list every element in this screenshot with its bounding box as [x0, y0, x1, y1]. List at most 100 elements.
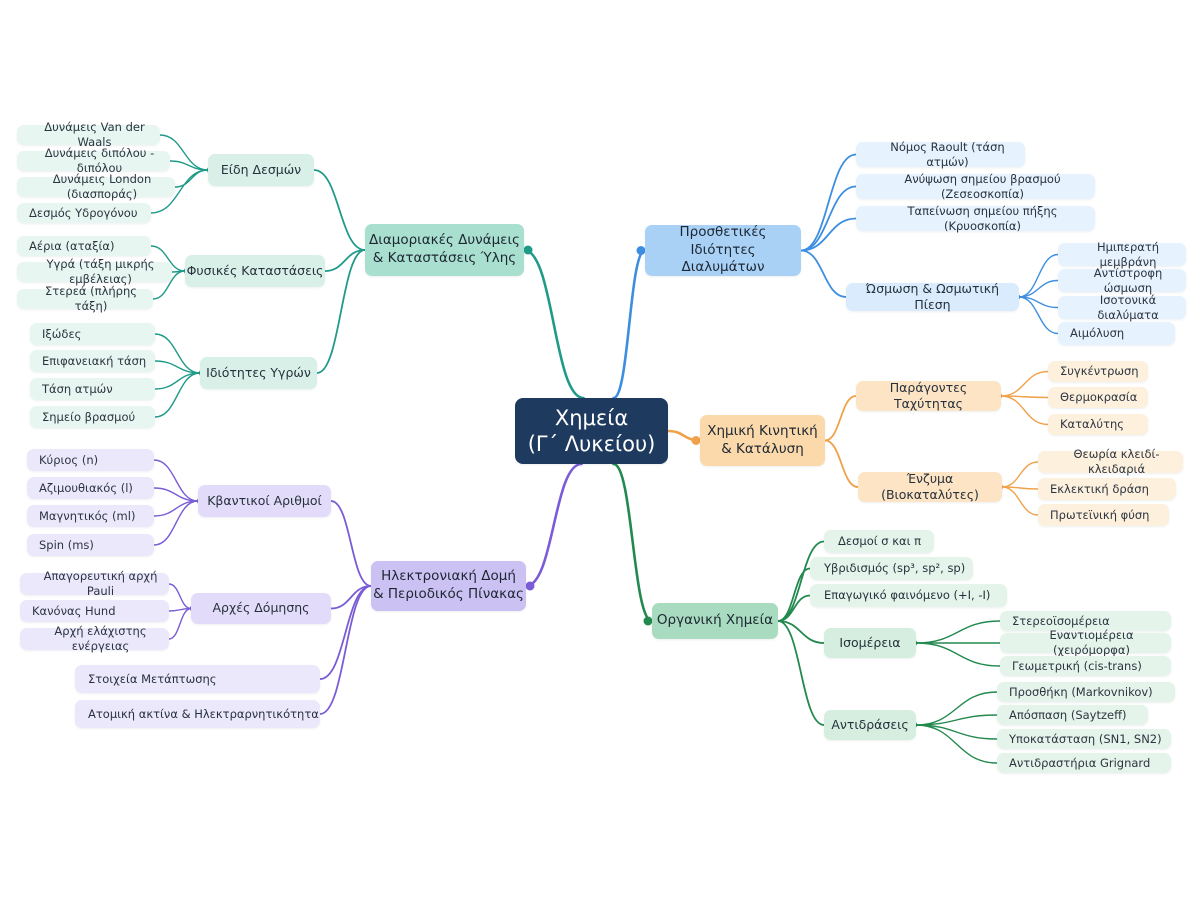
leaf-line-rate-factors-0 — [1000, 370, 1049, 397]
leaf-enzymes-2: Πρωτεϊνική φύση — [1038, 504, 1169, 526]
topic-rate-factors: Παράγοντες Ταχύτητας — [856, 380, 1001, 411]
central-topic: Χημεία (Γ΄ Λυκείου) — [515, 398, 668, 464]
sub-line-hybrid — [777, 567, 811, 622]
leaf-line-reactions-2 — [915, 724, 998, 740]
branch-kinetics: Χημική Κινητική & Κατάλυση — [700, 415, 825, 466]
leaf-line-osmosis-0 — [1018, 253, 1059, 298]
sub-line-enzymes — [824, 439, 859, 488]
topic-osmosis: Ώσμωση & Ωσμωτική Πίεση — [846, 281, 1019, 312]
topic-states: Φυσικές Καταστάσεις — [185, 255, 325, 287]
leaf-rate-factors-0: Συγκέντρωση — [1048, 361, 1148, 382]
leaf-quantum-2: Μαγνητικός (ml) — [27, 505, 154, 527]
branch-dot-electronic — [525, 581, 535, 591]
leaf-isomerism-1: Εναντιομέρεια (χειρόμορφα) — [1000, 628, 1171, 657]
leaf-line-quantum-3 — [153, 500, 199, 546]
topic-boiling: Ανύψωση σημείου βρασμού (Ζεσεοσκοπία) — [856, 172, 1095, 201]
leaf-osmosis-2: Ισοτονικά διαλύματα — [1058, 293, 1186, 322]
topic-quantum: Κβαντικοί Αριθμοί — [198, 485, 331, 517]
sub-line-isomerism — [777, 620, 825, 644]
leaf-reactions-0: Προσθήκη (Markovnikov) — [997, 682, 1175, 702]
leaf-rate-factors-1: Θερμοκρασία — [1048, 387, 1148, 408]
leaf-rate-factors-2: Καταλύτης — [1048, 414, 1148, 435]
leaf-line-reactions-3 — [915, 724, 998, 764]
branch-intermolecular: Διαμοριακές Δυνάμεις & Καταστάσεις Ύλης — [365, 224, 524, 276]
leaf-liquids-3: Σημείο βρασμού — [30, 406, 155, 428]
topic-reactions: Αντιδράσεις — [824, 710, 916, 740]
leaf-states-2: Στερεά (πλήρης τάξη) — [17, 284, 153, 313]
leaf-states-1: Υγρά (τάξη μικρής εμβέλειας) — [17, 257, 172, 286]
leaf-line-rate-factors-2 — [1000, 395, 1049, 426]
leaf-bond-types-1: Δυνάμεις διπόλου - διπόλου — [17, 146, 170, 175]
topic-bond-types: Είδη Δεσμών — [208, 154, 314, 186]
sub-line-liquids — [316, 249, 366, 374]
leaf-line-osmosis-3 — [1018, 296, 1059, 335]
sub-line-inductive — [777, 594, 811, 622]
sub-line-sigma-pi — [777, 540, 825, 622]
leaf-isomerism-0: Στερεοϊσομέρεια — [1000, 611, 1171, 631]
leaf-liquids-2: Τάση ατμών — [30, 378, 155, 400]
branch-line-organic — [612, 462, 654, 623]
leaf-isomerism-2: Γεωμετρική (cis-trans) — [1000, 656, 1171, 676]
leaf-line-isomerism-2 — [915, 642, 1001, 667]
branch-line-electronic — [524, 462, 583, 588]
leaf-liquids-0: Ιξώδες — [30, 323, 155, 345]
topic-aufbau: Αρχές Δόμησης — [191, 593, 331, 624]
leaf-enzymes-1: Εκλεκτική δράση — [1038, 478, 1176, 500]
branch-colligative: Προσθετικές Ιδιότητες Διαλυμάτων — [645, 224, 801, 276]
leaf-line-bond-types-2 — [174, 169, 209, 188]
leaf-line-isomerism-0 — [915, 620, 1001, 644]
branch-electronic: Ηλεκτρονιακή Δομή & Περιοδικός Πίνακας — [371, 561, 526, 611]
leaf-line-states-0 — [150, 245, 186, 272]
leaf-enzymes-0: Θεωρία κλειδί-κλειδαριά — [1038, 447, 1183, 476]
leaf-quantum-1: Αζιμουθιακός (l) — [27, 477, 154, 499]
branch-line-colligative — [612, 249, 647, 400]
leaf-line-liquids-2 — [154, 372, 201, 390]
leaf-line-liquids-3 — [154, 372, 201, 418]
leaf-bond-types-3: Δεσμός Υδρογόνου — [17, 203, 151, 223]
branch-dot-kinetics — [691, 436, 701, 445]
leaf-aufbau-2: Αρχή ελάχιστης ενέργειας — [20, 624, 169, 653]
topic-isomerism: Ισομέρεια — [824, 628, 916, 658]
sub-line-quantum — [330, 500, 372, 587]
topic-freezing: Ταπείνωση σημείου πήξης (Κρυοσκοπία) — [856, 204, 1095, 233]
leaf-reactions-2: Υποκατάσταση (SN1, SN2) — [997, 729, 1171, 749]
topic-hybrid: Υβριδισμός (sp³, sp², sp) — [810, 557, 973, 580]
branch-organic: Οργανική Χημεία — [652, 603, 778, 639]
topic-transition: Στοιχεία Μετάπτωσης — [75, 665, 320, 693]
leaf-osmosis-1: Αντίστροφη ώσμωση — [1058, 266, 1186, 295]
leaf-line-osmosis-1 — [1018, 279, 1059, 298]
sub-line-radius — [319, 585, 372, 715]
branch-dot-intermolecular — [523, 245, 533, 255]
leaf-osmosis-0: Ημιπερατή μεμβράνη — [1058, 240, 1186, 269]
leaf-line-enzymes-2 — [1001, 486, 1039, 516]
topic-radius: Ατομική ακτίνα & Ηλεκτραρνητικότητα — [75, 700, 320, 728]
leaf-states-0: Αέρια (αταξία) — [17, 236, 151, 256]
branch-line-intermolecular — [522, 248, 585, 400]
topic-raoult: Νόμος Raoult (τάση ατμών) — [856, 140, 1025, 169]
leaf-quantum-3: Spin (ms) — [27, 534, 154, 556]
topic-inductive: Επαγωγικό φαινόμενο (+I, -I) — [810, 584, 1007, 607]
leaf-bond-types-2: Δυνάμεις London (διασποράς) — [17, 172, 175, 201]
sub-line-rate-factors — [824, 395, 857, 442]
leaf-reactions-1: Απόσπαση (Saytzeff) — [997, 705, 1148, 725]
sub-line-raoult — [800, 153, 857, 252]
sub-line-boiling — [800, 185, 857, 252]
sub-line-osmosis — [800, 249, 847, 298]
sub-line-freezing — [800, 217, 857, 252]
leaf-line-reactions-0 — [915, 691, 998, 726]
leaf-bond-types-0: Δυνάμεις Van der Waals — [17, 120, 160, 149]
sub-line-reactions — [777, 620, 825, 726]
branch-dot-organic — [643, 616, 653, 626]
leaf-line-quantum-0 — [153, 459, 199, 502]
leaf-osmosis-3: Αιμόλυση — [1058, 322, 1175, 345]
topic-enzymes: Ένζυμα (Βιοκαταλύτες) — [858, 471, 1002, 502]
leaf-line-aufbau-2 — [168, 607, 192, 640]
topic-liquids: Ιδιότητες Υγρών — [200, 357, 317, 389]
leaf-line-liquids-0 — [154, 333, 201, 374]
leaf-aufbau-0: Απαγορευτική αρχή Pauli — [20, 569, 169, 598]
leaf-line-aufbau-0 — [168, 583, 192, 610]
branch-dot-colligative — [636, 246, 646, 255]
leaf-aufbau-1: Κανόνας Hund — [20, 600, 169, 622]
leaf-reactions-3: Αντιδραστήρια Grignard — [997, 753, 1171, 773]
